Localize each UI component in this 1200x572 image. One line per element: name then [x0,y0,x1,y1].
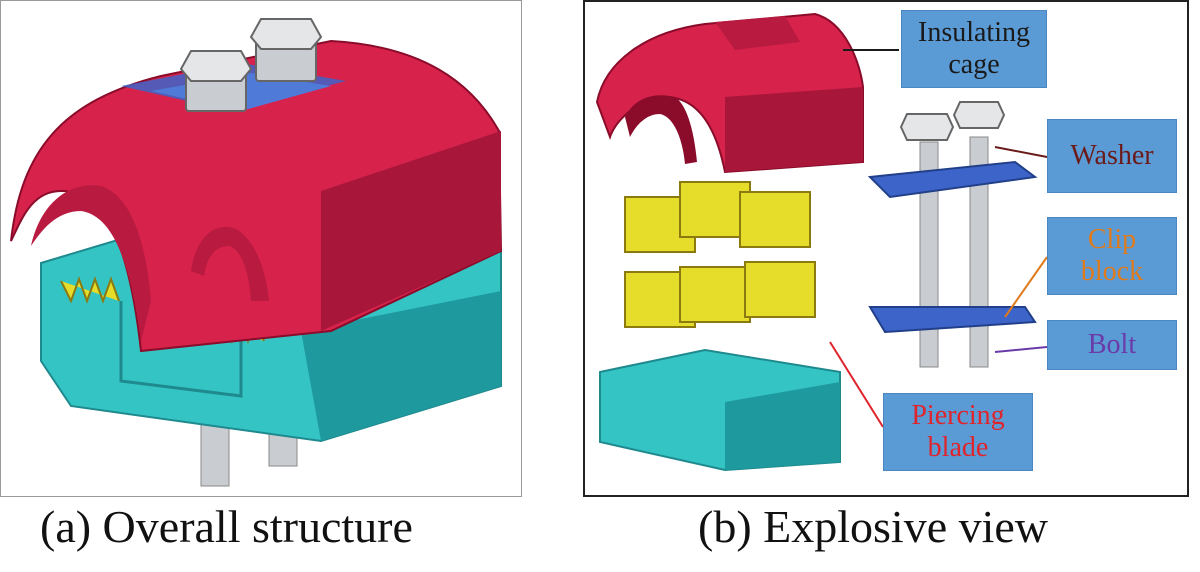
exploded-clamp-illustration [595,12,1048,472]
insulating-cage-side [321,131,501,331]
label-clip-block: Clip block [1047,217,1177,295]
caption-overall-structure: (a) Overall structure [40,501,413,552]
arrow-clip [1004,256,1048,318]
bolt-head-left [179,50,253,112]
overall-structure-panel [0,0,522,497]
label-clip-block-text: Clip block [1080,223,1144,287]
caption-explosive-view: (b) Explosive view [698,501,1049,552]
blade-teeth-left [60,276,120,304]
arrow-blade [829,341,884,428]
label-bolt-text: Bolt [1087,328,1137,360]
exploded-washer-plate [867,160,1038,199]
label-piercing-blade: Piercing blade [883,393,1033,471]
exploded-piercing-blades [624,181,816,328]
arrow-washer [994,146,1048,158]
assembled-clamp-illustration [10,18,503,487]
label-washer: Washer [1047,119,1177,193]
label-piercing-blade-text: Piercing blade [911,399,1005,463]
label-washer-text: Washer [1070,139,1154,171]
label-insulating-cage: Insulating cage [901,10,1047,88]
label-insulating-cage-text: Insulating cage [918,16,1030,80]
exploded-clip-plate [868,306,1037,334]
bolt-head-right [249,18,323,82]
arrow-bolt [994,346,1048,353]
lower-clip-side [301,291,501,441]
label-bolt: Bolt [1047,320,1177,370]
